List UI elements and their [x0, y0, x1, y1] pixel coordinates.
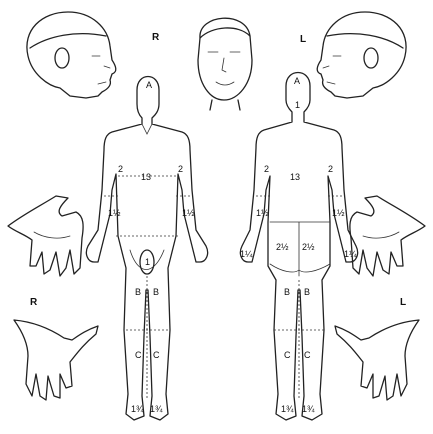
region-back-hand-l: 1¼: [344, 249, 357, 259]
hand-back-left-lower: [335, 320, 419, 400]
region-back-thigh-r: B: [284, 287, 290, 297]
region-front-foot-l: 1¾: [150, 404, 163, 414]
region-front-arm-r: 2: [118, 164, 123, 174]
region-front-arm-l: 2: [178, 164, 183, 174]
region-front-torso: 13: [141, 172, 151, 182]
region-front-thigh-l: B: [153, 287, 159, 297]
region-front-head: A: [146, 80, 152, 90]
region-back-leg-l: C: [304, 350, 311, 360]
region-back-torso: 13: [290, 172, 300, 182]
region-back-forearm-l: 1½: [332, 208, 345, 218]
hand-palm-left-upper: [350, 196, 425, 276]
region-back-hand-r: 1¼: [240, 249, 253, 259]
side-label-l-top: L: [300, 34, 306, 45]
region-back-arm-l: 2: [328, 164, 333, 174]
region-back-buttock-r: 2½: [276, 242, 289, 252]
region-back-thigh-l: B: [304, 287, 310, 297]
body-front: [86, 77, 207, 421]
side-label-r-top: R: [152, 32, 160, 43]
region-front-leg-r: C: [135, 350, 142, 360]
side-label-l-bottom: L: [400, 297, 406, 308]
region-back-buttock-l: 2½: [302, 242, 315, 252]
region-back-leg-r: C: [284, 350, 291, 360]
region-front-genital: 1: [145, 257, 150, 267]
body-back: [240, 73, 357, 421]
region-back-neck: 1: [295, 100, 300, 110]
region-front-forearm-r: 1½: [108, 208, 121, 218]
region-back-foot-r: 1¾: [281, 404, 294, 414]
region-front-leg-l: C: [153, 350, 160, 360]
head-profile-left: [317, 12, 406, 98]
region-front-foot-r: 1¾: [131, 404, 144, 414]
head-front-face: [198, 18, 252, 110]
hand-palm-right-upper: [8, 196, 83, 276]
hand-back-right-lower: [14, 320, 98, 400]
head-profile-right: [27, 12, 116, 98]
region-back-foot-l: 1¾: [302, 404, 315, 414]
region-back-forearm-r: 1½: [256, 208, 269, 218]
region-front-forearm-l: 1½: [182, 208, 195, 218]
side-label-r-bottom: R: [30, 297, 38, 308]
region-front-thigh-r: B: [135, 287, 141, 297]
region-back-arm-r: 2: [264, 164, 269, 174]
region-back-head: A: [294, 76, 300, 86]
